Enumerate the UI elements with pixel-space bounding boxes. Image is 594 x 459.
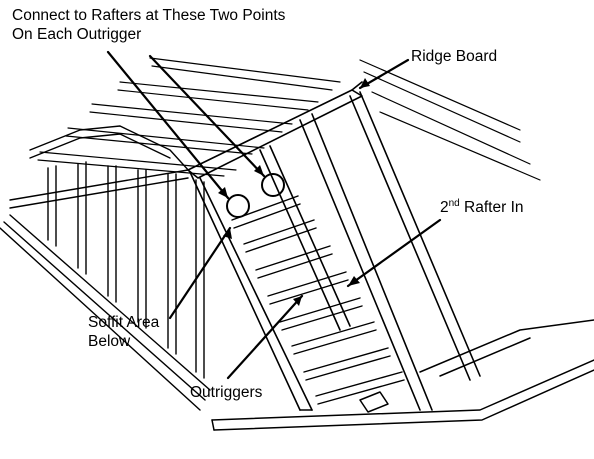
second-rafter-label: 2nd Rafter In bbox=[440, 198, 524, 217]
second-rafter-ordinal: 2 bbox=[440, 199, 449, 216]
soffit-area-label-line1: Soffit Area bbox=[88, 314, 160, 331]
gable-end-rafter bbox=[189, 171, 313, 411]
second-rafter bbox=[259, 91, 481, 411]
arrowhead-second-rafter bbox=[348, 276, 360, 286]
second-rafter-text: Rafter In bbox=[459, 199, 524, 216]
ridge-board bbox=[187, 81, 363, 179]
arrowhead-soffit bbox=[223, 228, 232, 239]
leader-outriggers bbox=[226, 294, 304, 380]
outriggers-ladder bbox=[231, 195, 405, 405]
arrowhead-ridge-board bbox=[360, 78, 370, 88]
soffit-area-label-line2: Below bbox=[88, 333, 131, 350]
arrowhead-outriggers bbox=[293, 296, 302, 306]
leader-second-rafter bbox=[346, 218, 442, 288]
connect-rafters-label-line1: Connect to Rafters at These Two Points bbox=[12, 7, 286, 24]
arrowheads bbox=[218, 78, 370, 306]
connect-rafters-label-line2: On Each Outrigger bbox=[12, 26, 142, 43]
connect-rafters-label: Connect to Rafters at These Two Points O… bbox=[12, 6, 285, 44]
connection-point-circle-2 bbox=[261, 173, 285, 197]
outriggers-label: Outriggers bbox=[190, 384, 263, 401]
second-rafter-superscript: nd bbox=[448, 198, 460, 209]
connection-point-circle-1 bbox=[226, 194, 250, 218]
leader-connect-1 bbox=[106, 50, 230, 200]
background-roof-rafters bbox=[37, 57, 541, 181]
leader-connect-2 bbox=[148, 54, 266, 178]
gable-wall-framing bbox=[0, 125, 211, 411]
leader-soffit bbox=[168, 226, 232, 320]
arrowhead-connect-1 bbox=[218, 187, 228, 198]
fascia-and-plate bbox=[211, 319, 594, 431]
connection-point-markers bbox=[226, 173, 285, 218]
ridge-board-label: Ridge Board bbox=[411, 48, 498, 65]
arrowhead-connect-2 bbox=[254, 165, 264, 176]
soffit-area-label: Soffit Area Below bbox=[88, 313, 159, 351]
